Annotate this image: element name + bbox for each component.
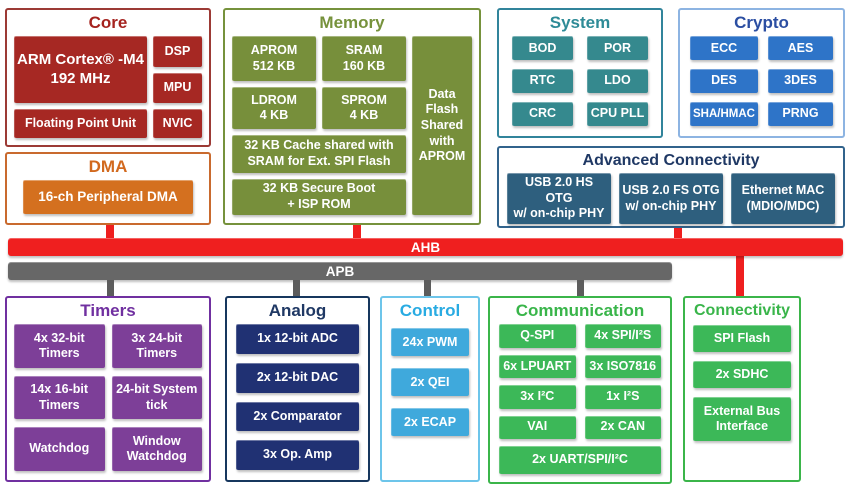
ecap-block: 2x ECAP bbox=[391, 408, 469, 437]
connector-apb-analog bbox=[293, 280, 300, 296]
advanced-connectivity-section: Advanced Connectivity USB 2.0 HS OTG w/ … bbox=[497, 146, 845, 228]
secure-boot-block: 32 KB Secure Boot + ISP ROM bbox=[232, 178, 406, 215]
mpu-block: MPU bbox=[153, 72, 202, 103]
16bit-timers-block: 14x 16-bit Timers bbox=[14, 375, 105, 420]
dsp-block: DSP bbox=[153, 36, 202, 67]
dma-title: DMA bbox=[88, 157, 128, 176]
cpu-pll-block: CPU PLL bbox=[587, 102, 648, 126]
connector-ahb-connectivity bbox=[736, 255, 744, 296]
system-title: System bbox=[549, 13, 611, 32]
bod-block: BOD bbox=[512, 36, 573, 61]
memory-title: Memory bbox=[319, 13, 385, 32]
i2c-block: 3x I²C bbox=[499, 385, 576, 409]
cache-block: 32 KB Cache shared with SRAM for Ext. SP… bbox=[232, 134, 406, 173]
dma-body: 16-ch Peripheral DMA bbox=[7, 180, 209, 223]
ldo-block: LDO bbox=[587, 69, 648, 94]
spi-i2s-block: 4x SPI/I²S bbox=[584, 324, 661, 348]
sha-hmac-block: SHA/HMAC bbox=[690, 102, 758, 126]
connector-apb-communication bbox=[577, 280, 584, 296]
uart-spi-i2c-block: 2x UART/SPI/I²C bbox=[499, 446, 661, 474]
communication-body: Q-SPI 4x SPI/I²S 6x LPUART 3x ISO7816 3x… bbox=[490, 324, 670, 482]
des-block: DES bbox=[690, 69, 758, 94]
opamp-block: 3x Op. Amp bbox=[236, 440, 359, 471]
pwm-block: 24x PWM bbox=[391, 328, 469, 357]
timers-title: Timers bbox=[80, 301, 136, 320]
analog-title: Analog bbox=[268, 301, 327, 320]
crypto-section: Crypto ECC AES DES 3DES SHA/HMAC PRNG bbox=[678, 8, 845, 138]
usb-hs-otg-block: USB 2.0 HS OTG w/ on-chip PHY bbox=[507, 173, 611, 225]
arm-cortex-m4-block: ARM Cortex® -M4 192 MHz bbox=[14, 36, 147, 103]
analog-section: Analog 1x 12-bit ADC 2x 12-bit DAC 2x Co… bbox=[225, 296, 370, 482]
crc-block: CRC bbox=[512, 102, 573, 126]
prng-block: PRNG bbox=[767, 102, 833, 126]
crypto-body: ECC AES DES 3DES SHA/HMAC PRNG bbox=[680, 36, 843, 136]
ahb-bus: AHB bbox=[8, 238, 843, 256]
connectivity-section: Connectivity SPI Flash 2x SDHC External … bbox=[683, 296, 801, 482]
analog-body: 1x 12-bit ADC 2x 12-bit DAC 2x Comparato… bbox=[227, 324, 368, 480]
timers-body: 4x 32-bit Timers 3x 24-bit Timers 14x 16… bbox=[7, 324, 209, 480]
communication-title: Communication bbox=[515, 301, 645, 320]
memory-section: Memory APROM 512 KB SRAM 160 KB Data Fla… bbox=[223, 8, 481, 225]
peripheral-dma-block: 16-ch Peripheral DMA bbox=[23, 180, 193, 214]
sram-block: SRAM 160 KB bbox=[322, 36, 406, 82]
lpuart-block: 6x LPUART bbox=[499, 354, 576, 379]
control-title: Control bbox=[399, 301, 461, 320]
apb-bus: APB bbox=[8, 262, 672, 280]
advanced-connectivity-body: USB 2.0 HS OTG w/ on-chip PHY USB 2.0 FS… bbox=[499, 173, 843, 232]
qspi-block: Q-SPI bbox=[499, 324, 576, 348]
control-body: 24x PWM 2x QEI 2x ECAP bbox=[382, 324, 478, 480]
connector-apb-control bbox=[424, 280, 431, 296]
comparator-block: 2x Comparator bbox=[236, 401, 359, 432]
ecc-block: ECC bbox=[690, 36, 758, 61]
connector-dma-ahb bbox=[106, 225, 114, 238]
system-section: System BOD POR RTC LDO CRC CPU PLL bbox=[497, 8, 663, 138]
floating-point-unit-block: Floating Point Unit bbox=[14, 109, 147, 138]
aes-block: AES bbox=[767, 36, 833, 61]
por-block: POR bbox=[587, 36, 648, 61]
vai-block: VAI bbox=[499, 415, 576, 439]
external-bus-interface-block: External Bus Interface bbox=[693, 397, 791, 442]
sdhc-block: 2x SDHC bbox=[693, 361, 791, 389]
system-body: BOD POR RTC LDO CRC CPU PLL bbox=[499, 36, 661, 136]
control-section: Control 24x PWM 2x QEI 2x ECAP bbox=[380, 296, 480, 482]
memory-body: APROM 512 KB SRAM 160 KB Data Flash Shar… bbox=[225, 36, 479, 223]
aprom-block: APROM 512 KB bbox=[232, 36, 316, 82]
communication-section: Communication Q-SPI 4x SPI/I²S 6x LPUART… bbox=[488, 296, 672, 484]
connectivity-body: SPI Flash 2x SDHC External Bus Interface bbox=[685, 323, 799, 480]
timers-section: Timers 4x 32-bit Timers 3x 24-bit Timers… bbox=[5, 296, 211, 482]
core-title: Core bbox=[88, 13, 128, 32]
advanced-connectivity-title: Advanced Connectivity bbox=[582, 152, 760, 169]
ahb-label: AHB bbox=[410, 239, 441, 255]
watchdog-block: Watchdog bbox=[14, 427, 105, 471]
data-flash-block: Data Flash Shared with APROM bbox=[412, 36, 472, 215]
nvic-block: NVIC bbox=[153, 109, 202, 138]
sprom-block: SPROM 4 KB bbox=[322, 87, 406, 129]
ethernet-mac-block: Ethernet MAC (MDIO/MDC) bbox=[731, 173, 835, 225]
24bit-timers-block: 3x 24-bit Timers bbox=[111, 324, 202, 368]
systick-block: 24-bit System tick bbox=[111, 375, 202, 420]
usb-fs-otg-block: USB 2.0 FS OTG w/ on-chip PHY bbox=[619, 173, 723, 225]
connector-advconn-ahb bbox=[674, 228, 682, 238]
dma-section: DMA 16-ch Peripheral DMA bbox=[5, 152, 211, 225]
window-watchdog-block: Window Watchdog bbox=[111, 427, 202, 471]
i2s-block: 1x I²S bbox=[584, 385, 661, 409]
spi-flash-block: SPI Flash bbox=[693, 325, 791, 353]
crypto-title: Crypto bbox=[734, 13, 789, 32]
iso7816-block: 3x ISO7816 bbox=[584, 354, 661, 379]
apb-label: APB bbox=[325, 263, 355, 279]
32bit-timers-block: 4x 32-bit Timers bbox=[14, 324, 105, 368]
connectivity-title: Connectivity bbox=[693, 302, 790, 319]
connector-apb-timers bbox=[107, 280, 114, 296]
qei-block: 2x QEI bbox=[391, 368, 469, 397]
rtc-block: RTC bbox=[512, 69, 573, 94]
core-section: Core ARM Cortex® -M4 192 MHz DSP MPU Flo… bbox=[5, 8, 211, 147]
connector-memory-ahb bbox=[353, 225, 361, 238]
core-body: ARM Cortex® -M4 192 MHz DSP MPU Floating… bbox=[7, 36, 209, 145]
can-block: 2x CAN bbox=[584, 415, 661, 439]
adc-block: 1x 12-bit ADC bbox=[236, 324, 359, 355]
ldrom-block: LDROM 4 KB bbox=[232, 87, 316, 129]
dac-block: 2x 12-bit DAC bbox=[236, 363, 359, 393]
3des-block: 3DES bbox=[767, 69, 833, 94]
